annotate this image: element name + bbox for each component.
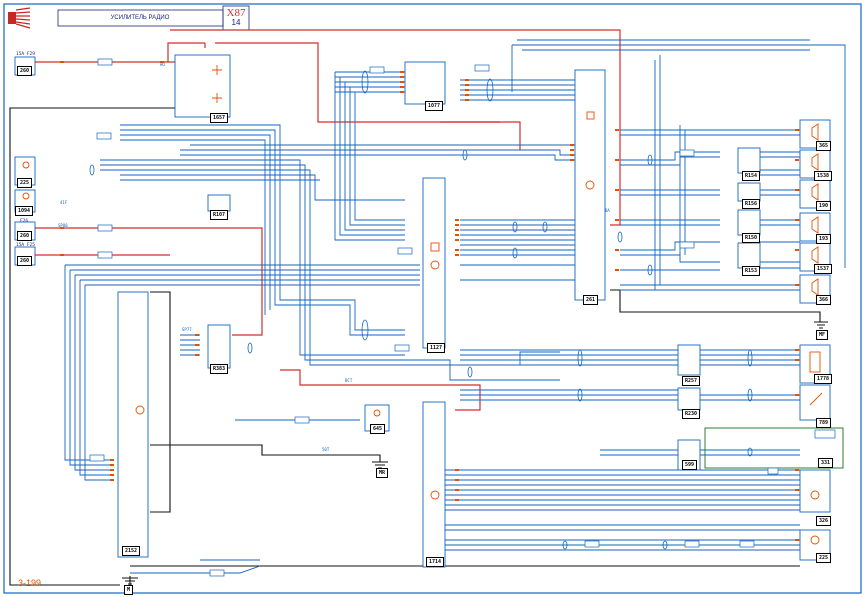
ground-label-m: M [124,585,134,595]
component-label-261: 261 [583,295,599,305]
wire-label-ho: HO [160,62,165,67]
ground-label-mr: MR [376,468,389,478]
component-label-1127: 1127 [427,343,446,353]
component-label-260-b: 260 [17,231,33,241]
component-label-r230: R230 [682,409,701,419]
component-label-2152: 2152 [122,546,141,556]
fuse-label-f26: F26 [20,219,29,224]
header-block [5,5,250,31]
component-label-366: 366 [816,295,832,305]
component-label-225: 225 [17,178,33,188]
component-label-331: 331 [818,458,834,468]
fuse-label-f29: 15A F29 [16,52,35,57]
inline-connectors [89,58,836,577]
wire-clamps [89,70,753,550]
component-label-r257: R257 [682,376,701,386]
component-label-260: 260 [17,66,33,76]
diagram-title: УСИЛИТЕЛЬ РАДИО [110,15,170,21]
diagram-code: X87 [226,7,246,19]
component-label-599: 599 [682,460,698,470]
component-label-789: 789 [816,418,832,428]
component-icons [22,65,823,545]
wire-label-sp88: SP88 [58,223,68,228]
component-label-r107: R107 [210,210,229,220]
component-label-r150: R150 [742,233,761,243]
page-reference: 3-199 [18,578,42,588]
component-label-r156: R156 [742,199,761,209]
component-label-1077: 1077 [425,101,444,111]
component-label-1778: 1778 [814,374,833,384]
component-label-r383: R383 [210,364,229,374]
wire-label-ba: BA [605,208,610,213]
component-label-645: 645 [370,424,386,434]
component-label-260-c: 260 [17,256,33,266]
component-label-r154: R154 [742,171,761,181]
component-label-225-b: 225 [816,553,832,563]
wire-label-50t: 50T [322,447,330,452]
ground-wires [9,102,821,586]
wire-label-sp77: SP77 [182,327,192,332]
component-label-193: 193 [816,234,832,244]
component-label-1657: 1657 [210,113,229,123]
component-label-326: 326 [816,516,832,526]
component-label-190: 190 [816,201,832,211]
component-label-1537: 1537 [814,264,833,274]
component-label-r153: R153 [742,266,761,276]
component-label-1538: 1538 [814,171,833,181]
component-label-365: 365 [816,141,832,151]
component-boxes [14,54,831,568]
connector-pins [60,61,799,541]
fuse-label-f25: 15A F25 [16,243,35,248]
frame-border [3,3,862,594]
ground-label-mf: MF [816,330,829,340]
wire-label-bct: BCT [345,378,353,383]
diagram-page-number: 14 [231,18,241,27]
component-label-1094: 1094 [15,206,34,216]
wire-label-41f: 41F [60,200,68,205]
component-label-1714: 1714 [426,557,445,567]
signal-wires [64,39,846,574]
